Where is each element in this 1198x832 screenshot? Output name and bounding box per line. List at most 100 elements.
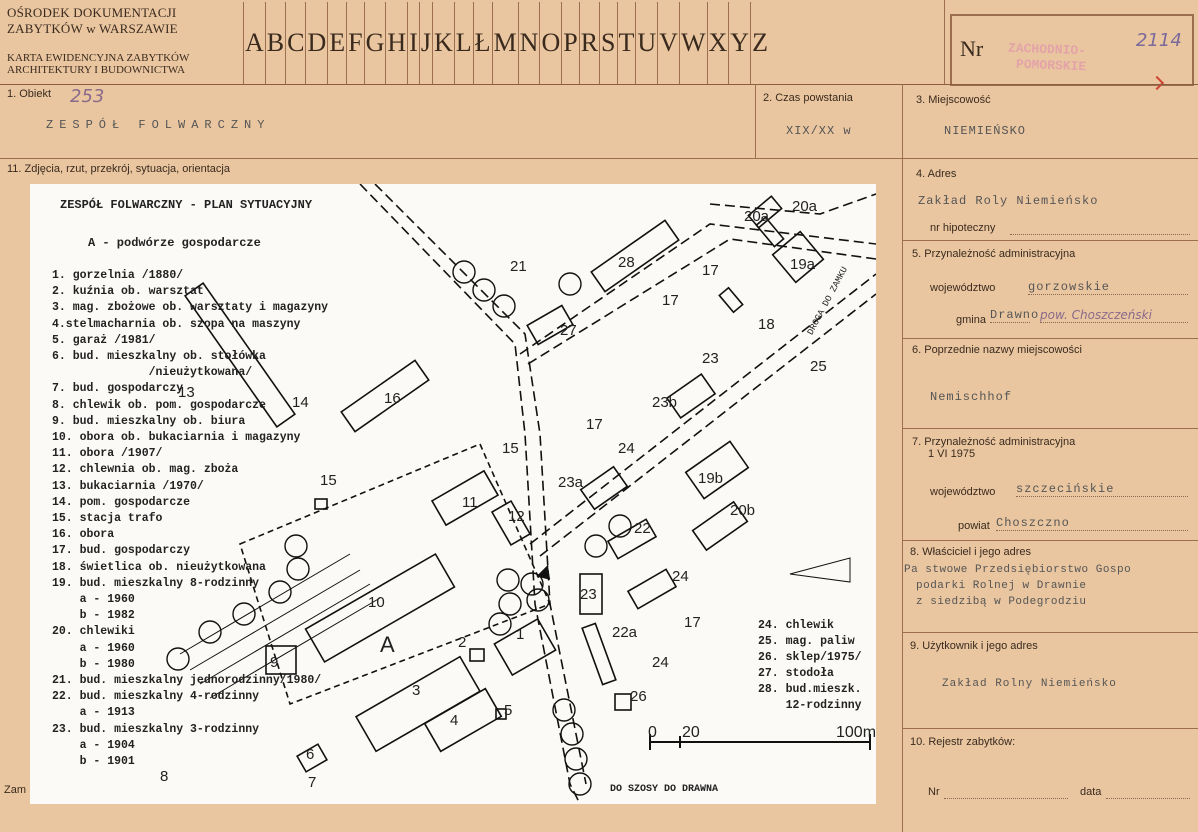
powiat-value: Choszczno <box>996 516 1188 531</box>
building-23b <box>665 373 717 419</box>
building-number-label: 18 <box>758 316 775 333</box>
building-number-label: 17 <box>702 262 719 279</box>
legend-item: 12-rodzinny <box>758 699 862 712</box>
alphabet-letter: O <box>539 2 561 84</box>
uzytkownik-label: 9. Użytkownik i jego adres <box>910 640 1038 652</box>
building-number-label: 14 <box>292 394 309 411</box>
legend-item: 5. garaż /1981/ <box>52 333 156 347</box>
area-label-a: A <box>380 632 395 657</box>
legend-item: 15. stacja trafo <box>52 512 163 526</box>
building-4 <box>423 687 503 753</box>
building-1 <box>493 617 557 677</box>
wojewodztwo-value: gorzowskie <box>1028 280 1188 295</box>
building-24 <box>626 568 678 610</box>
nr-box <box>950 14 1194 86</box>
legend-item: 6. bud. mieszkalny ob. stołówka <box>52 350 266 364</box>
site-plan-drawing <box>166 184 876 804</box>
legend-item: b - 1980 <box>52 657 135 671</box>
building-11 <box>430 469 500 527</box>
building-number-label: 6 <box>306 746 315 763</box>
legend-item: 12. chlewnia ob. mag. zboża <box>52 463 239 477</box>
alphabet-letter: D <box>305 2 327 84</box>
alphabet-letter: J <box>418 2 432 84</box>
nr-stamp-line1: ZACHODNIO- <box>1007 40 1087 59</box>
alphabet-letter: M <box>491 2 518 84</box>
building-28 <box>590 219 680 293</box>
road-main-left <box>359 184 581 804</box>
gmina-label: gmina <box>956 314 986 326</box>
building-20b <box>691 500 749 552</box>
building-number-label: 5 <box>504 702 513 719</box>
alphabet-letter: G <box>363 2 386 84</box>
building-26 <box>614 693 632 711</box>
legend-item: 11. obora /1907/ <box>52 447 163 461</box>
legend-item: a - 1913 <box>52 706 135 720</box>
alphabet-letter: E <box>327 2 346 84</box>
przynaleznosc2-date: 1 VI 1975 <box>928 448 976 460</box>
card-type-line2: ARCHITEKTURY I BUDOWNICTWA <box>7 64 186 76</box>
building-9 <box>265 645 297 675</box>
alphabet-letter: Ł <box>472 2 492 84</box>
scale-label-100: 100m <box>836 724 876 741</box>
wlasciciel-label: 8. Właściciel i jego adres <box>910 546 1032 558</box>
building-18 <box>718 286 744 314</box>
legend-item: 27. stodoła <box>758 667 834 680</box>
alphabet-letter: V <box>657 2 679 84</box>
alphabet-letter: R <box>578 2 599 84</box>
building-22 <box>606 518 658 560</box>
courtyard-outline <box>239 442 552 706</box>
building-number-label: 16 <box>384 390 401 407</box>
alphabet-letter: A <box>243 2 265 84</box>
map-subtitle: A - podwórze gospodarcze <box>88 236 261 250</box>
road-top-left <box>519 223 876 355</box>
legend-item: 20. chlewiki <box>52 625 135 639</box>
adres-label: 4. Adres <box>916 168 957 180</box>
building-number-label: 28 <box>618 254 635 271</box>
alphabet-letter: Y <box>728 2 750 84</box>
czas-label: 2. Czas powstania <box>763 92 853 104</box>
building-19b <box>684 440 750 500</box>
legend-item: 26. sklep/1975/ <box>758 651 862 664</box>
building-number-label: 19a <box>790 256 816 273</box>
miejscowosc-label: 3. Miejscowość <box>916 94 991 106</box>
hipoteczny-label: nr hipoteczny <box>930 222 996 234</box>
rejestr-nr-label: Nr <box>928 786 940 798</box>
alphabet-letter: X <box>706 2 729 84</box>
zdjecia-label: 11. Zdjęcia, rzut, przekrój, sytuacja, o… <box>7 163 230 175</box>
building-number-label: 3 <box>412 682 421 699</box>
building-number-label: 25 <box>810 358 827 375</box>
poprzednie-nazwy-value: Nemischhof <box>930 390 1013 404</box>
road-diagonal-1 <box>529 273 876 545</box>
building-number-label: 13 <box>178 384 195 401</box>
building-number-label: 17 <box>684 614 701 631</box>
obiekt-value: ZESPÓŁ FOLWARCZNY <box>46 118 271 132</box>
building-10 <box>304 552 456 664</box>
nr-handwritten: 2114 <box>1136 30 1182 51</box>
scale-label-20: 20 <box>682 724 700 741</box>
building-number-label: 22 <box>634 520 651 537</box>
legend-item: 8. chlewik ob. pom. gospodarcze <box>52 398 266 412</box>
rejestr-nr-line <box>944 798 1068 799</box>
legend-item: b - 1982 <box>52 609 135 623</box>
poprzednie-nazwy-label: 6. Poprzednie nazwy miejscowości <box>912 344 1082 356</box>
alphabet-letter: K <box>431 2 454 84</box>
rejestr-data-line <box>1106 798 1190 799</box>
alphabet-letter: P <box>561 2 578 84</box>
building-27 <box>526 304 574 346</box>
building-22a <box>581 622 617 686</box>
card-type-line1: KARTA EWIDENCYJNA ZABYTKÓW <box>7 52 190 64</box>
building-2 <box>469 648 485 662</box>
wlasciciel-line2: podarki Rolnej w Drawnie <box>916 580 1087 592</box>
building-number-label: 23 <box>702 350 719 367</box>
czas-value: XIX/XX w <box>786 124 852 138</box>
building-number-label: 24 <box>672 568 689 585</box>
legend-item: 2. kuźnia ob. warsztat <box>52 285 204 299</box>
legend-item: 24. chlewik <box>758 619 834 632</box>
rejestr-label: 10. Rejestr zabytków: <box>910 736 1016 748</box>
building-number-label: 11 <box>462 494 478 511</box>
building-number-label: 9 <box>270 654 279 671</box>
building-number-label: 20b <box>730 502 756 519</box>
powiat-label: powiat <box>958 520 990 532</box>
